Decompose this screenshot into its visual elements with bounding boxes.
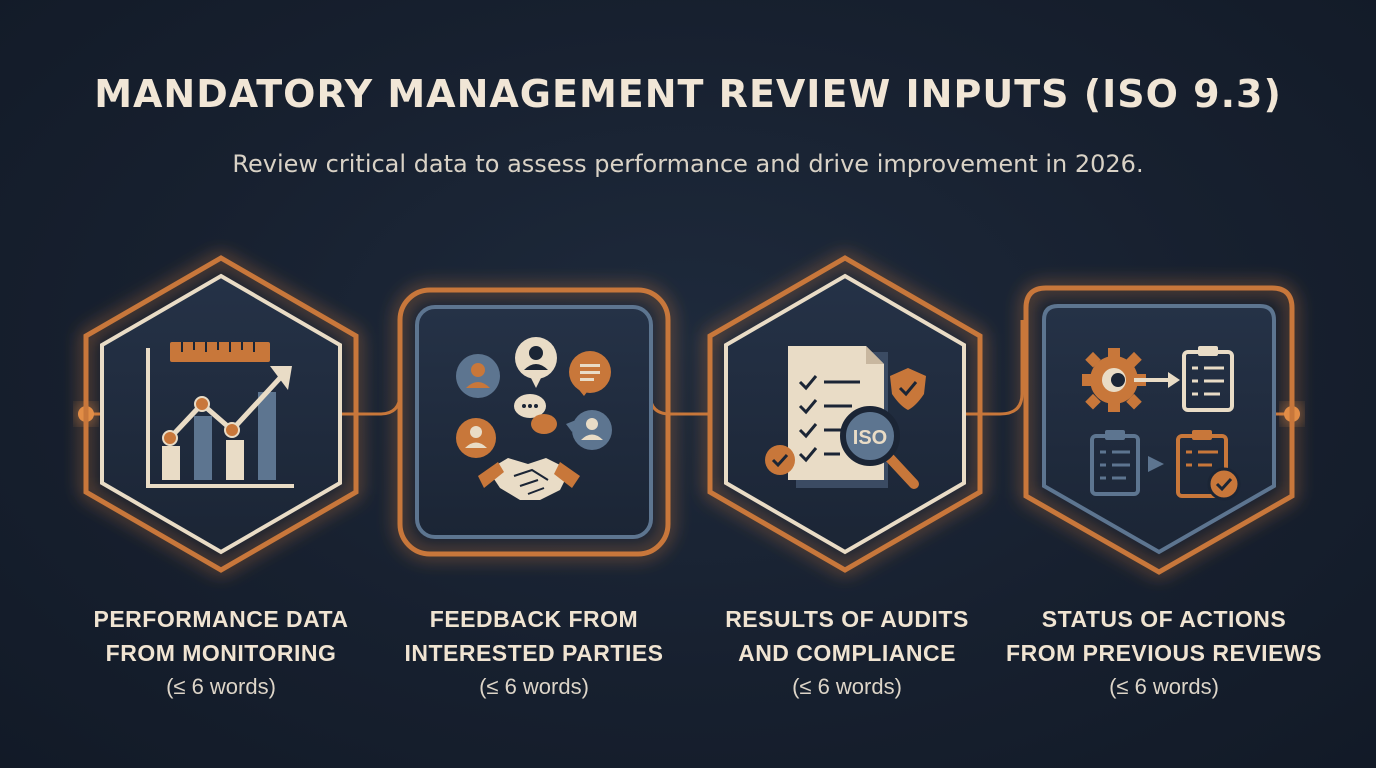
caption-feedback-line2: INTERESTED PARTIES [404, 640, 664, 666]
card-audits: ISO [707, 255, 983, 573]
caption-audits-line2: AND COMPLIANCE [738, 640, 956, 666]
caption-performance: PERFORMANCE DATA FROM MONITORING (≤ 6 wo… [56, 602, 386, 704]
caption-actions-line2: FROM PREVIOUS REVIEWS [1006, 640, 1322, 666]
caption-performance-line2: FROM MONITORING [105, 640, 337, 666]
caption-performance-line1: PERFORMANCE DATA [93, 606, 349, 632]
card-performance [83, 255, 359, 573]
caption-actions-note: (≤ 6 words) [1109, 674, 1219, 699]
card-actions [1023, 285, 1295, 575]
iso-label: ISO [853, 427, 887, 449]
caption-feedback-note: (≤ 6 words) [479, 674, 589, 699]
card-feedback [397, 287, 671, 557]
caption-feedback-line1: FEEDBACK FROM [429, 606, 639, 632]
caption-actions-line1: STATUS OF ACTIONS [1041, 606, 1287, 632]
page-subtitle: Review critical data to assess performan… [232, 150, 1144, 178]
people-chat-handshake-icon [456, 337, 612, 500]
caption-audits-note: (≤ 6 words) [792, 674, 902, 699]
page-title: MANDATORY MANAGEMENT REVIEW INPUTS (ISO … [94, 72, 1282, 116]
bar-chart-trend-icon [146, 342, 294, 488]
caption-audits: RESULTS OF AUDITS AND COMPLIANCE (≤ 6 wo… [682, 602, 1012, 704]
caption-feedback: FEEDBACK FROM INTERESTED PARTIES (≤ 6 wo… [369, 602, 699, 704]
gear-clipboard-status-icon [1082, 346, 1241, 501]
caption-actions: STATUS OF ACTIONS FROM PREVIOUS REVIEWS … [994, 602, 1334, 704]
checklist-magnifier-iso-icon: ISO [765, 346, 926, 489]
caption-performance-note: (≤ 6 words) [166, 674, 276, 699]
caption-audits-line1: RESULTS OF AUDITS [725, 606, 969, 632]
